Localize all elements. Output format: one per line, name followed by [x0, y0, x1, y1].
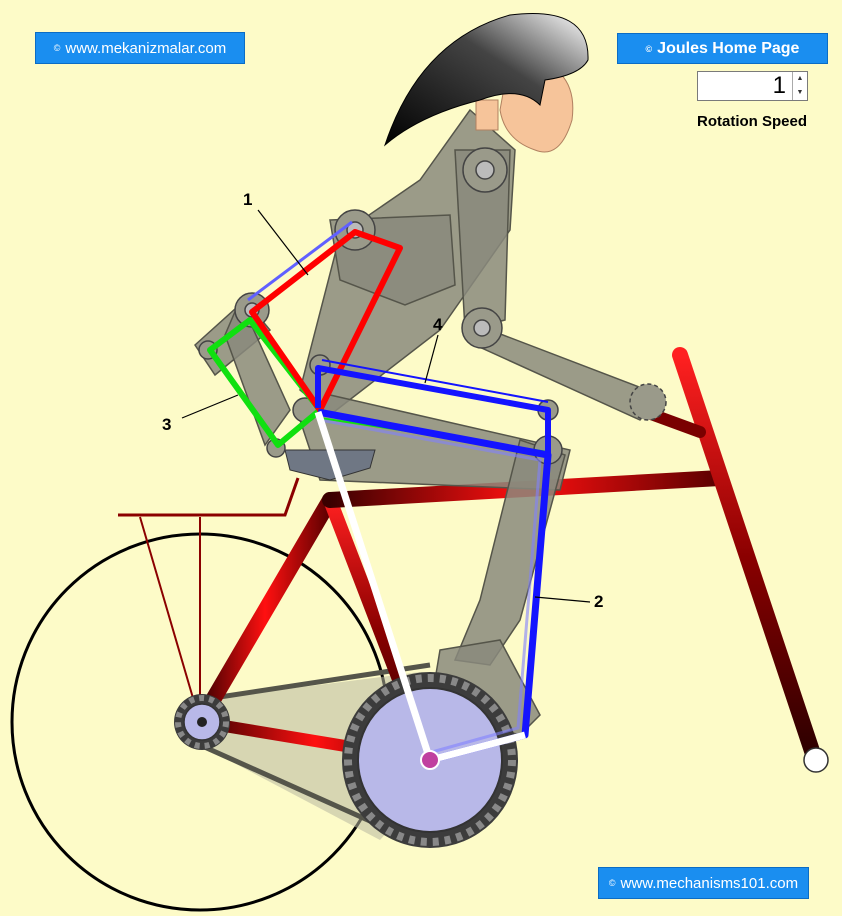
callout-2: 2 — [594, 592, 604, 611]
stepper-down-icon[interactable]: ▼ — [796, 89, 804, 96]
copyright-icon: © — [53, 43, 61, 53]
callout-3: 3 — [162, 415, 172, 434]
helmet-icon — [383, 13, 589, 147]
mekanizmalar-link-button[interactable]: © www.mekanizmalar.com — [35, 32, 245, 64]
rotation-speed-label: Rotation Speed — [697, 113, 808, 130]
rotation-speed-value[interactable]: 1 — [772, 72, 786, 99]
mechanisms101-link-button[interactable]: © www.mechanisms101.com — [598, 867, 809, 899]
copyright-icon: © — [608, 878, 616, 888]
rotation-speed-stepper[interactable]: 1 ▲ ▼ — [697, 71, 808, 101]
seat — [284, 449, 376, 481]
rear-sprocket — [174, 694, 230, 750]
mechanisms101-link-label: www.mechanisms101.com — [620, 874, 799, 892]
callout-lines — [181, 209, 591, 603]
copyright-icon: © — [645, 43, 653, 54]
linkage-4 — [315, 359, 551, 455]
mekanizmalar-link-label: www.mekanizmalar.com — [65, 39, 227, 57]
callout-1: 1 — [243, 190, 253, 209]
stepper-arrows[interactable]: ▲ ▼ — [792, 72, 807, 100]
crank-pivot — [420, 750, 440, 770]
joules-home-page-label: Joules Home Page — [657, 39, 800, 57]
callout-4: 4 — [433, 315, 443, 334]
joules-home-page-button[interactable]: © Joules Home Page — [617, 33, 828, 64]
linkage-1 — [247, 220, 403, 413]
stepper-up-icon[interactable]: ▲ — [796, 75, 804, 82]
